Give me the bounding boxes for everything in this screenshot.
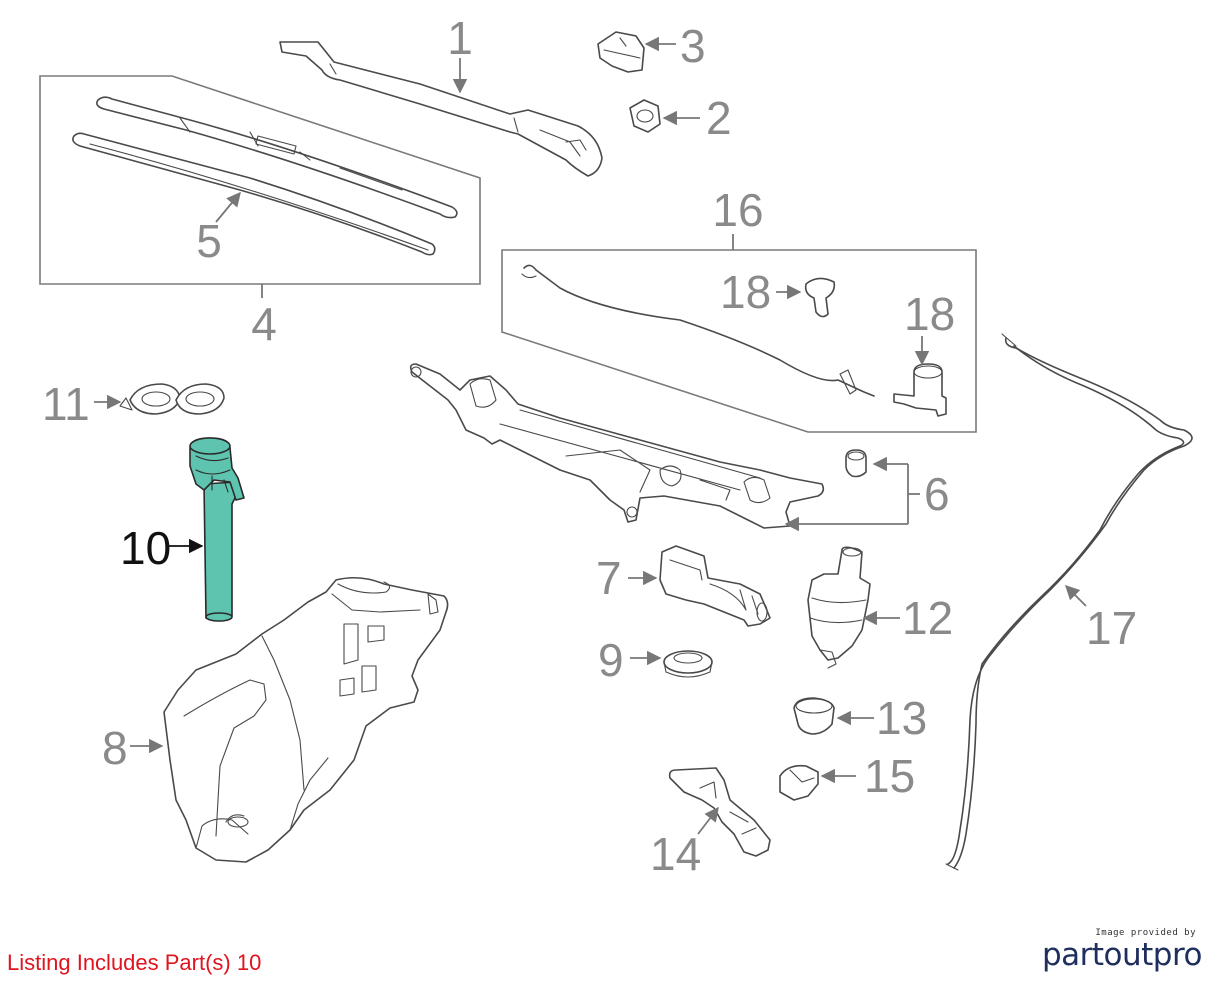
- callout-arrow-5: [215, 191, 241, 223]
- wiper-arm: [279, 41, 603, 177]
- callout-12: 12: [902, 592, 953, 644]
- callout-3: 3: [680, 20, 706, 72]
- linkage-group-box: [501, 234, 977, 433]
- callout-18-clip: 18: [720, 266, 771, 318]
- listing-includes-text: Listing Includes Part(s) 10: [7, 950, 262, 975]
- callout-11: 11: [42, 378, 90, 430]
- callout-8: 8: [102, 722, 128, 774]
- washer-rod-tube: [521, 264, 875, 397]
- callout-6: 6: [924, 468, 950, 520]
- callout-2: 2: [706, 92, 732, 144]
- callout-7: 7: [596, 552, 622, 604]
- callout-10: 10: [120, 522, 171, 574]
- callout-1: 1: [447, 12, 473, 64]
- wiper-linkage: [409, 363, 825, 529]
- hose-connector: [668, 767, 771, 857]
- pivot-nut: [629, 99, 661, 133]
- callout-15: 15: [864, 750, 915, 802]
- nozzle-plug: [779, 764, 819, 801]
- partoutpro-logo: partoutpro: [1041, 937, 1203, 973]
- nozzle-18: [893, 363, 947, 417]
- callout-4: 4: [251, 298, 277, 350]
- filler-neck-highlighted[interactable]: [189, 437, 245, 622]
- wiper-motor: [659, 545, 771, 627]
- wiper-blade-group-box: [39, 75, 481, 298]
- washer-tank: [163, 576, 449, 863]
- wiper-blade-upper: [96, 96, 458, 219]
- pump-grommet: [793, 697, 835, 735]
- wiper-blade-lower: [72, 132, 436, 256]
- pivot-cap: [597, 31, 645, 73]
- callout-9: 9: [598, 634, 624, 686]
- filler-seals: [119, 383, 225, 415]
- callout-bracket-6: [784, 456, 920, 532]
- seal-ring: [663, 650, 713, 678]
- image-credit-caption: Image provided by: [1095, 928, 1196, 938]
- image-credit: Image provided by partoutpro: [1041, 928, 1203, 973]
- callout-14: 14: [650, 828, 701, 880]
- washer-hose: [945, 333, 1193, 871]
- grommet: [845, 449, 867, 478]
- callout-arrow-14: [697, 806, 719, 835]
- callout-5: 5: [196, 215, 222, 267]
- callout-17: 17: [1086, 602, 1137, 654]
- callout-18-nozzle: 18: [904, 288, 955, 340]
- callout-13: 13: [876, 692, 927, 744]
- washer-pump: [807, 546, 871, 669]
- callout-16: 16: [712, 184, 763, 236]
- callout-arrow-17: [1064, 584, 1087, 607]
- clip-18-upper: [804, 277, 836, 318]
